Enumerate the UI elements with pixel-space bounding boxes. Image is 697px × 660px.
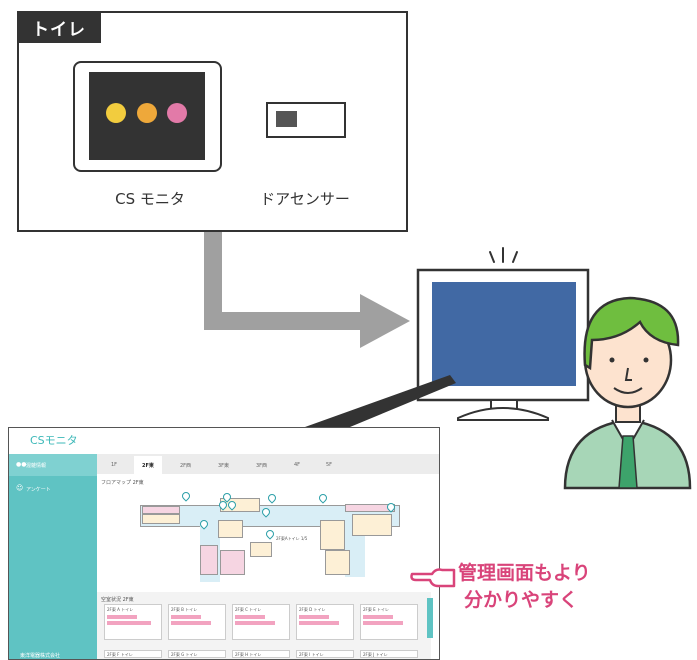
tab-1f[interactable]: 1F (111, 462, 118, 468)
callout-line-1: 管理画面もより (458, 562, 591, 584)
flow-arrow-icon (204, 232, 410, 348)
toilet-card[interactable]: 2F東 C トイレ (232, 604, 290, 640)
sidebar-item-congestion[interactable]: 混雑情報 (26, 463, 47, 469)
toilet-card[interactable]: 2F東 E トイレ (360, 604, 418, 640)
smile-icon: ☺ (16, 484, 24, 492)
floor-tabs (97, 454, 439, 474)
status-title: 空室状況 2F東 (101, 597, 134, 603)
scrollbar[interactable] (427, 598, 433, 638)
toilet-card[interactable]: 2F東 A トイレ (104, 604, 162, 640)
tab-5f[interactable]: 5F (326, 462, 333, 468)
toilet-card[interactable]: 2F東 B トイレ (168, 604, 226, 640)
pc-monitor-icon (416, 268, 590, 421)
map-popup-label: 2F東Aトイレ 1/5 (276, 536, 308, 541)
alert-marks-icon (489, 247, 518, 263)
toilet-card[interactable]: 2F東 G トイレ (168, 650, 226, 658)
callout-line-2: 分かりやすく (464, 589, 579, 611)
floor-map-title: フロアマップ 2F東 (101, 480, 144, 486)
company-name: 東洋電器株式会社 (20, 653, 61, 659)
callout-text: 管理画面もより 分かりやすく (458, 560, 591, 614)
zoom-wedge (305, 375, 456, 427)
door-sensor-label: ドアセンサー (260, 190, 350, 208)
toilet-card[interactable]: 2F東 D トイレ (296, 604, 354, 640)
toilet-card[interactable]: 2F東 F トイレ (104, 650, 162, 658)
cs-monitor-label: CS モニタ (115, 190, 185, 208)
tab-4f[interactable]: 4F (294, 462, 301, 468)
sidebar-item-survey[interactable]: アンケート (26, 487, 51, 493)
toilet-tag: トイレ (17, 11, 101, 43)
app-logo: CSモニタ (30, 434, 78, 447)
pink-lamp-icon (167, 103, 187, 123)
tab-3f-east[interactable]: 3F東 (218, 463, 230, 469)
toilet-card[interactable]: 2F東 I トイレ (296, 650, 354, 658)
pointing-hand-icon (410, 568, 456, 588)
door-sensor-indicator (276, 111, 297, 127)
tab-2f-east[interactable]: 2F東 (142, 463, 154, 469)
sidebar-item-active-bg (9, 454, 97, 476)
orange-lamp-icon (137, 103, 157, 123)
yellow-lamp-icon (106, 103, 126, 123)
tab-3f-west[interactable]: 3F西 (256, 463, 268, 469)
toilet-card[interactable]: 2F東 J トイレ (360, 650, 418, 658)
people-icon: ●● (16, 461, 27, 468)
tab-2f-west[interactable]: 2F西 (180, 463, 192, 469)
operator-person-icon (563, 296, 692, 490)
toilet-card[interactable]: 2F東 H トイレ (232, 650, 290, 658)
sidebar (9, 454, 97, 659)
tab-active-bg (134, 456, 162, 474)
